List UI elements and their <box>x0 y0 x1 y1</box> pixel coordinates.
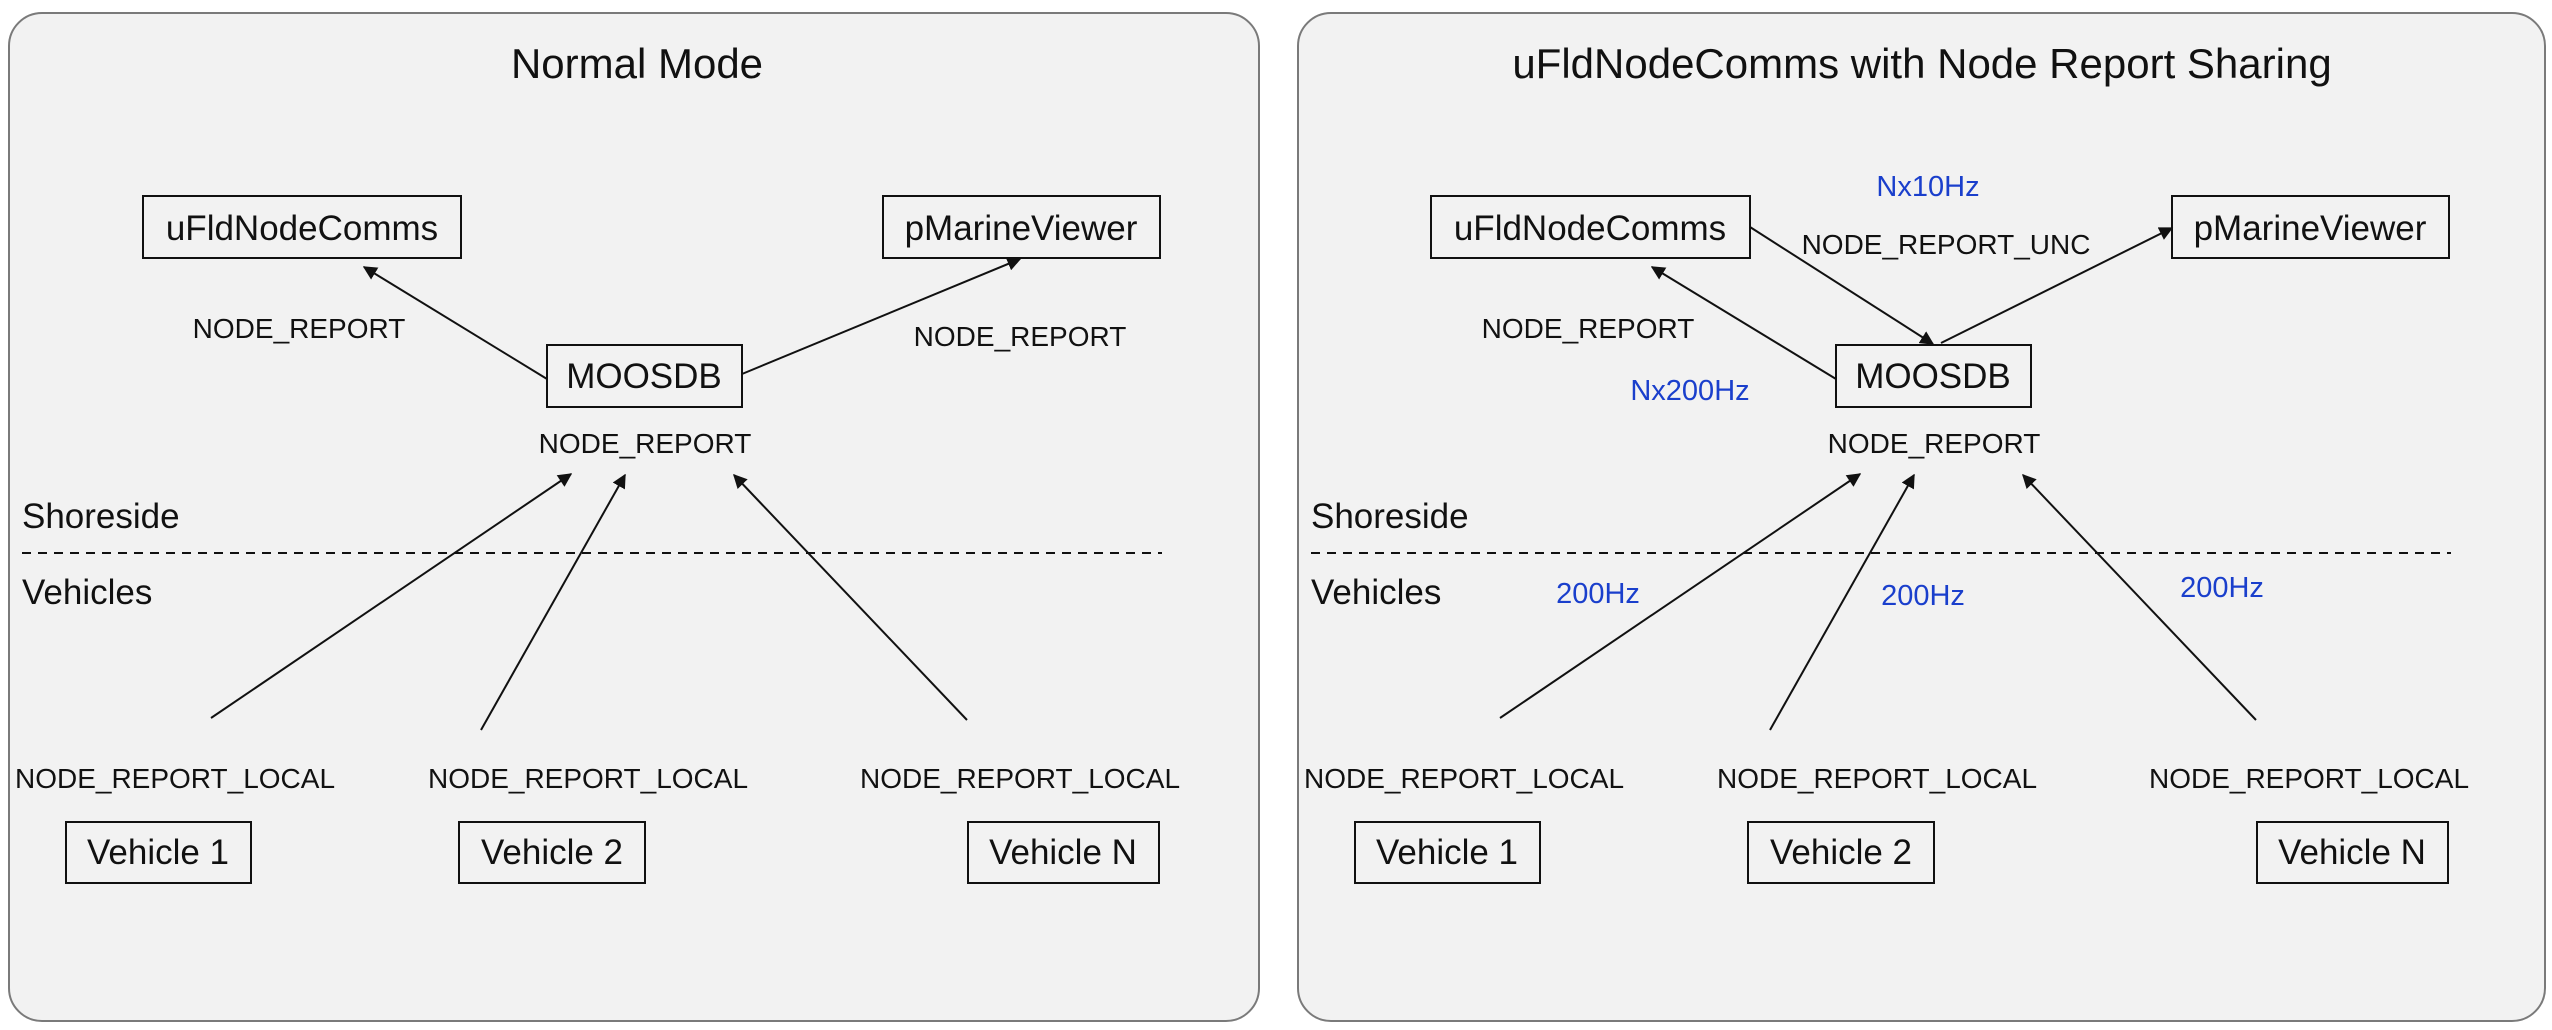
left-arrow-vehicle-2 <box>480 473 626 731</box>
right-vehicle-n-label: Vehicle N <box>2278 833 2426 872</box>
left-vehicle-2-box: Vehicle 2 <box>458 821 646 884</box>
right-viewer-label: pMarineViewer <box>2194 209 2427 248</box>
left-arrow-vehicle-n <box>733 473 968 721</box>
left-vehicle-1-msg: NODE_REPORT_LOCAL <box>15 763 335 794</box>
right-moosdb-box: MOOSDB <box>1835 344 2032 408</box>
left-arrow-vehicle-1 <box>210 473 573 719</box>
right-rate-unc: Nx10Hz <box>1876 171 1979 203</box>
left-vehicle-n-label: Vehicle N <box>989 833 1137 872</box>
left-node-comms-box: uFldNodeComms <box>142 195 462 259</box>
right-shoreside-label: Shoreside <box>1311 497 1469 536</box>
right-arrow-unc-to-moosdb <box>1749 226 1935 345</box>
right-arrow-to-viewer <box>1940 227 2174 344</box>
left-vehicle-2-msg: NODE_REPORT_LOCAL <box>428 763 748 794</box>
right-rate-vehicle-2: 200Hz <box>1881 580 1965 612</box>
right-vehicle-1-label: Vehicle 1 <box>1376 833 1518 872</box>
right-panel-title: uFldNodeComms with Node Report Sharing <box>1512 40 2331 87</box>
right-vehicle-2-box: Vehicle 2 <box>1747 821 1935 884</box>
right-vehicle-n-msg: NODE_REPORT_LOCAL <box>2149 763 2469 794</box>
left-vehicle-n-box: Vehicle N <box>967 821 1160 884</box>
left-node-comms-label: uFldNodeComms <box>166 209 438 248</box>
right-rate-to-node-comms: Nx200Hz <box>1630 375 1749 407</box>
right-node-comms-label: uFldNodeComms <box>1454 209 1726 248</box>
right-vehicle-2-msg: NODE_REPORT_LOCAL <box>1717 763 2037 794</box>
left-arrow-to-viewer <box>741 257 1022 375</box>
left-moosdb-box: MOOSDB <box>546 344 743 408</box>
right-vehicles-label: Vehicles <box>1311 573 1441 612</box>
right-rate-vehicle-n: 200Hz <box>2180 572 2264 604</box>
right-msg-unc: NODE_REPORT_UNC <box>1802 229 2091 260</box>
left-vehicle-2-label: Vehicle 2 <box>481 833 623 872</box>
right-arrow-vehicle-2 <box>1769 473 1915 731</box>
right-vehicle-n-box: Vehicle N <box>2256 821 2449 884</box>
left-vehicle-1-label: Vehicle 1 <box>87 833 229 872</box>
right-vehicle-1-msg: NODE_REPORT_LOCAL <box>1304 763 1624 794</box>
left-moosdb-label: MOOSDB <box>566 357 722 396</box>
left-msg-to-node-comms: NODE_REPORT <box>193 313 406 344</box>
right-msg-to-node-comms: NODE_REPORT <box>1482 313 1695 344</box>
left-vehicles-label: Vehicles <box>22 573 152 612</box>
left-shoreside-label: Shoreside <box>22 497 180 536</box>
right-arrow-vehicle-1 <box>1499 473 1862 719</box>
left-msg-to-viewer: NODE_REPORT <box>914 321 1127 352</box>
right-moosdb-label: MOOSDB <box>1855 357 2011 396</box>
left-vehicle-1-box: Vehicle 1 <box>65 821 252 884</box>
right-vehicle-1-box: Vehicle 1 <box>1354 821 1541 884</box>
right-viewer-box: pMarineViewer <box>2171 195 2450 259</box>
right-node-comms-box: uFldNodeComms <box>1430 195 1751 259</box>
left-viewer-box: pMarineViewer <box>882 195 1161 259</box>
left-vehicle-n-msg: NODE_REPORT_LOCAL <box>860 763 1180 794</box>
left-panel-title: Normal Mode <box>511 40 763 87</box>
left-viewer-label: pMarineViewer <box>905 209 1138 248</box>
right-vehicle-2-label: Vehicle 2 <box>1770 833 1912 872</box>
left-arrow-to-node-comms <box>362 266 548 380</box>
left-msg-into-moosdb: NODE_REPORT <box>539 428 752 459</box>
right-rate-vehicle-1: 200Hz <box>1556 578 1640 610</box>
right-arrow-vehicle-n <box>2022 473 2257 721</box>
right-arrow-to-node-comms <box>1650 266 1837 380</box>
right-msg-into-moosdb: NODE_REPORT <box>1828 428 2041 459</box>
